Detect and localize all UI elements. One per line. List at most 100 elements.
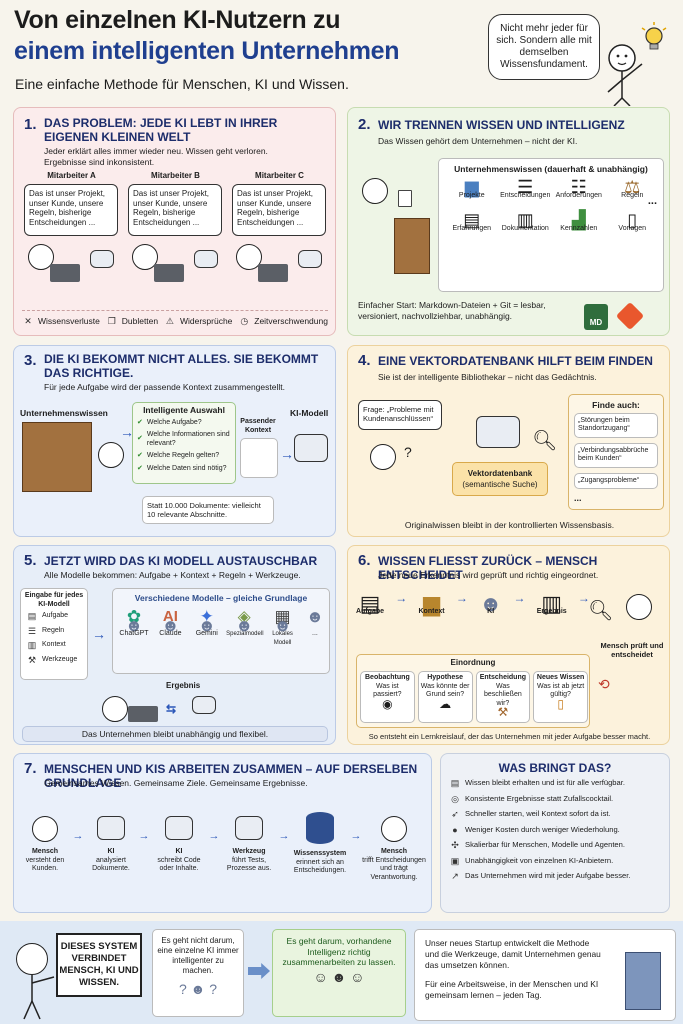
magnifier-icon: 🔍︎ [532,430,558,452]
section-number: 3. [24,352,37,369]
model-label: KI-Modell [290,408,329,418]
person-icon [32,816,58,842]
server-icon: ▦ [274,607,291,626]
arrow-icon: → [395,591,408,605]
robot-icon: ☻ [273,615,292,635]
input-box: Eingabe für jedes KI-Modell ▤Aufgabe ☰Re… [20,588,88,680]
worker-card: Mitarbeiter A Das ist unser Projekt, uns… [22,171,121,296]
task-icon: ▤ [359,590,381,616]
found-item: „Verbindungsabbrüche beim Kunden“ [574,442,658,468]
robot-icon [194,250,218,268]
exchange-arrow-icon: ⇆ [166,702,177,716]
worker-card: Mitarbeiter C Das ist unser Projekt, uns… [230,171,329,296]
laptop-icon [50,264,80,282]
page-title-line2: einem intelligenten Unternehmen [14,37,400,65]
worker-label: Mitarbeiter A [47,171,96,180]
robot-icon [90,250,114,268]
lock-icon: ▣ [450,855,460,866]
arrow-icon: → [577,591,590,605]
input-item: ☰Regeln [27,625,65,636]
section-footer: Das Unternehmen bleibt unabhängig und fl… [22,726,328,742]
warning-icon: ⚠ [165,316,174,326]
section-feedback: 6. WISSEN FLIESST ZURÜCK – MENSCH ENTSCH… [347,545,670,745]
benefits-list: ▤Wissen bleibt erhalten und ist für alle… [441,775,669,885]
problem-label: Dubletten [121,316,159,326]
vector-db-box: Vektordatenbank (semantische Suche) [452,462,548,496]
laptop-icon [258,264,288,282]
section-collaboration: 7. MENSCHEN UND KIS ARBEITEN ZUSAMMEN – … [13,753,432,913]
check-icon: ✔ [137,452,143,459]
section-description: Jeder erklärt alles immer wieder neu. Wi… [44,146,268,167]
check-item: ✔Welche Regeln gelten? [137,452,220,459]
knowledge-item: ⚖Regeln [606,179,660,200]
more-indicator: ... [574,493,582,503]
section-description: Jede neue Erkenntnis wird geprüft und ri… [378,570,599,580]
benefits-title: WAS BRINGT DAS? [498,761,612,775]
question-mark-icon: ? [404,444,412,460]
magnifier-icon: 🔍︎ [588,600,614,622]
section-title: WISSEN FLIESST ZURÜCK – MENSCH ENTSCHEID… [378,554,598,582]
knowledge-item: ▤Erfahrungen [445,212,499,233]
markdown-icon: MD [584,304,608,330]
wrench-icon: ⚒ [27,654,37,665]
person-icon [626,594,652,620]
rocket-icon: ➶ [451,809,459,819]
robot-icon [97,816,125,840]
robot-icon: ☻ [306,607,324,626]
models-row: ✿☻ChatGPT AI☻Claude ✦☻Gemini ◈☻Spezialmo… [117,607,327,647]
robot-icon: ☻ [479,590,503,616]
arrow-icon: → [278,830,290,842]
robot-librarian-icon [476,416,520,448]
big-arrow-icon [248,963,270,979]
section-number: 2. [358,116,371,133]
benefit-item: ✣Skalierbar für Menschen, Modelle und Ag… [449,840,661,850]
flow-step: ☻KI [479,590,503,616]
robot-icon: ☻ [161,615,180,635]
check-item: ✔Welche Aufgabe? [137,418,202,426]
docs-icon: ▥ [516,210,534,230]
result-label: Ergebnis [166,681,201,690]
input-title: Eingabe für jedes KI-Modell [24,592,84,608]
eye-icon: ◉ [382,696,393,711]
section-number: 6. [358,552,371,569]
speech-bubble: Nicht mehr jeder für sich. Sondern alle … [488,14,600,80]
rules-icon: ☰ [27,625,37,636]
section-vector-db: 4. EINE VEKTORDATENBANK HILFT BEIM FINDE… [347,345,670,537]
input-item: ▤Aufgabe [27,611,69,621]
list-icon: ☰ [517,177,534,197]
check-icon: ✔ [137,464,143,472]
person-check-icon [381,816,407,842]
knowledge-grid: ▆Projekte ☰Entscheidungen ☷Anforderungen… [445,177,660,233]
section-separation: 2. WIR TRENNEN WISSEN UND INTELLIGENZ Da… [347,107,670,336]
stat-note: Statt 10.000 Dokumente: vielleicht 10 re… [142,496,274,524]
flow-step: ▆Kontext [418,590,445,616]
startup-box: Unser neues Startup entwickelt die Metho… [414,929,676,1021]
section-description: Sie ist der intelligente Bibliothekar – … [378,372,597,382]
duplicate-icon: ❐ [107,316,116,326]
flow-step: ▥Ergebnis [536,590,567,616]
arrow-icon: → [208,830,220,842]
page-subtitle: Eine einfache Methode für Menschen, KI u… [15,76,349,92]
worker-bubble: Das ist unser Projekt, unser Kunde, unse… [24,184,118,236]
benefit-item: ◎Konsistente Ergebnisse statt Zufallscoc… [449,794,661,804]
thinking-person-icon [607,22,667,106]
classification-title: Einordnung [450,658,496,667]
selection-title: Intelligente Auswahl [143,405,225,415]
section-title: DAS PROBLEM: JEDE KI LEBT IN IHRER EIGEN… [44,116,278,144]
checklist-icon: ☷ [570,177,587,197]
section-number: 4. [358,352,371,369]
robot-icon [298,250,322,268]
models-title: Verschiedene Modelle – gleiche Grundlage [134,593,308,603]
section-title: DIE KI BEKOMMT NICHT ALLES. SIE BEKOMMT … [44,352,319,380]
return-arrow-icon: ⟲ [598,676,610,692]
benefit-item: ➶Schneller starten, weil Kontext sofort … [449,809,661,819]
selection-box: Intelligente Auswahl ✔Welche Aufgabe? ✔W… [132,402,236,484]
tool-robot-icon [235,816,263,840]
